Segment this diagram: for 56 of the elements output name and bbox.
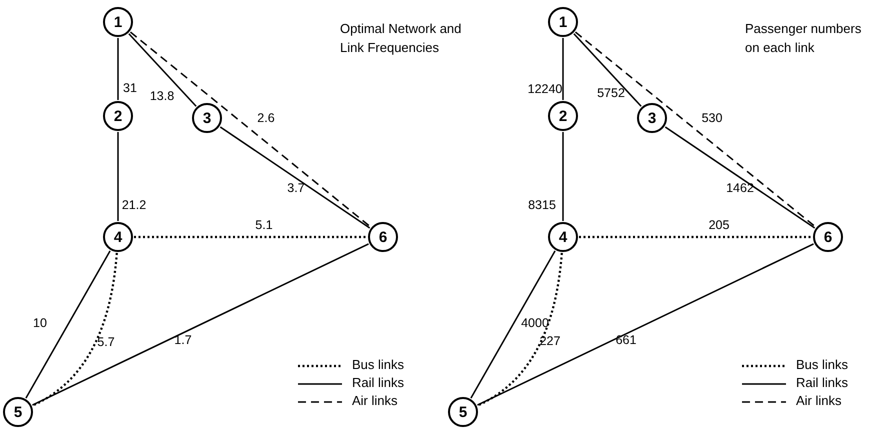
- rail-link-line: [25, 250, 111, 398]
- rail-link-line: [562, 132, 564, 221]
- edge-label: 5.1: [254, 218, 274, 232]
- legend-text: Air links: [796, 393, 842, 408]
- edge-label: 31: [122, 81, 138, 95]
- edge-label: 3.7: [286, 181, 306, 195]
- edge-label: 5.7: [96, 335, 116, 349]
- node-circle: 2: [548, 101, 578, 131]
- edge-label: 2.6: [256, 111, 276, 125]
- edge-label: 4000: [520, 316, 550, 330]
- edge-label: 1462: [725, 181, 755, 195]
- rail-link-line: [664, 126, 816, 229]
- edge-label: 10: [32, 316, 48, 330]
- edge-label: 8315: [527, 198, 557, 212]
- rail-link-line: [562, 38, 564, 100]
- edge-label: 21.2: [120, 198, 148, 212]
- edge-label: 530: [700, 111, 724, 125]
- panel-heading: Passenger numbers on each link: [745, 20, 862, 57]
- edge-label: 13.8: [148, 89, 176, 103]
- air-link-line: [574, 32, 816, 228]
- legend-text: Bus links: [352, 357, 404, 372]
- legend-text: Air links: [352, 393, 398, 408]
- node-circle: 4: [103, 222, 133, 252]
- node-circle: 5: [448, 397, 478, 427]
- edge-label: 5752: [596, 86, 626, 100]
- edge-label: 12240: [526, 82, 564, 96]
- rail-link-line: [32, 243, 369, 406]
- air-link-line: [130, 32, 372, 228]
- bus-link-line: [477, 252, 563, 406]
- node-circle: 1: [548, 7, 578, 37]
- rail-link-line: [573, 33, 642, 107]
- legend-text: Rail links: [796, 375, 848, 390]
- legend-text: Bus links: [796, 357, 848, 372]
- node-circle: 2: [103, 101, 133, 131]
- node-circle: 5: [3, 397, 33, 427]
- rail-link-line: [470, 250, 556, 398]
- rail-link-line: [117, 132, 119, 221]
- rail-link-line: [220, 126, 370, 229]
- edge-label: 1.7: [173, 333, 193, 347]
- node-circle: 3: [637, 103, 667, 133]
- node-circle: 6: [813, 222, 843, 252]
- node-circle: 1: [103, 7, 133, 37]
- rail-link-line: [117, 38, 119, 100]
- node-circle: 4: [548, 222, 578, 252]
- rail-link-line: [128, 33, 197, 107]
- bus-link-line: [134, 236, 367, 238]
- legend-text: Rail links: [352, 375, 404, 390]
- edge-label: 227: [538, 334, 562, 348]
- bus-link-line: [579, 236, 812, 238]
- edge-label: 205: [708, 218, 730, 232]
- edge-label: 661: [614, 333, 638, 347]
- bus-link-line: [32, 252, 118, 406]
- rail-link-line: [477, 243, 814, 406]
- node-circle: 3: [192, 103, 222, 133]
- panel-heading: Optimal Network and Link Frequencies: [340, 20, 462, 57]
- node-circle: 6: [368, 222, 398, 252]
